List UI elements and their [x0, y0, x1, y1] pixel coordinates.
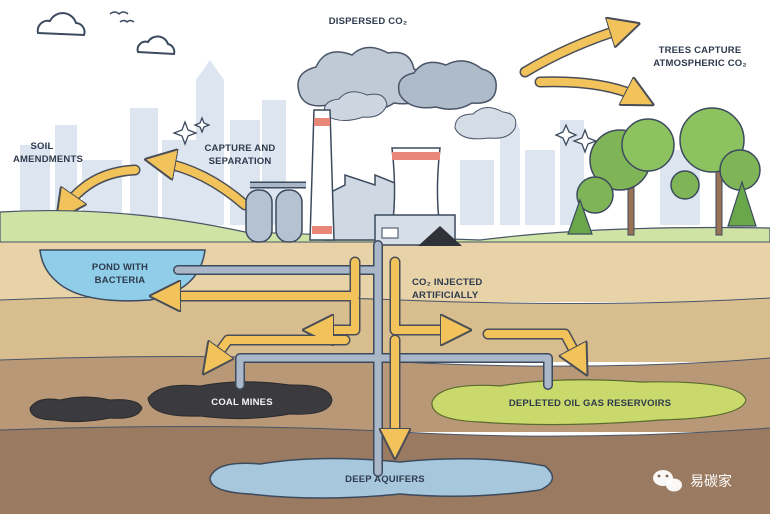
- watermark: 易碳家: [653, 470, 732, 492]
- label-injected-line1: CO₂ INJECTED: [412, 277, 483, 288]
- arrow-to-atmosphere: [521, 28, 625, 76]
- bird-icon: [109, 11, 135, 24]
- chimney: [309, 109, 335, 241]
- label-capture-line1: CAPTURE AND: [205, 143, 276, 154]
- smoke-clouds: [297, 46, 517, 140]
- label-pond-line1: POND WITH: [92, 262, 148, 273]
- deep-aquifer: [209, 457, 554, 499]
- label-soil-line2: AMENDMENTS: [13, 154, 83, 165]
- label-soil-line1: SOIL: [31, 141, 54, 152]
- coal-seam: [29, 396, 143, 423]
- label-dispersed-co2: DISPERSED CO₂: [329, 16, 408, 27]
- cloud-icon: [36, 12, 176, 56]
- separation-tanks: [245, 181, 306, 243]
- tree-icon: [567, 107, 761, 236]
- arrow-to-trees: [536, 82, 640, 98]
- label-coal-mines: COAL MINES: [211, 397, 272, 408]
- soil-layer-2: [0, 296, 770, 362]
- oil-gas-reservoir: [431, 379, 747, 426]
- arrow-to-capture: [160, 162, 249, 209]
- wechat-icon: [653, 470, 682, 492]
- label-deep-aquifers: DEEP AQUIFERS: [345, 474, 425, 485]
- arrow-to-reservoir: [484, 330, 580, 362]
- arrow-to-soil: [65, 166, 139, 208]
- arrow-branch-right: [391, 258, 456, 330]
- arrow-to-coal: [212, 336, 349, 362]
- coal-mine: [147, 381, 333, 420]
- label-injected-line2: ARTIFICIALLY: [412, 290, 479, 301]
- label-trees-line1: TREES CAPTURE: [659, 45, 742, 56]
- label-depleted-reservoirs: DEPLETED OIL GAS RESERVOIRS: [509, 398, 671, 409]
- arrow-branch-left: [318, 296, 359, 330]
- label-pond-line2: BACTERIA: [95, 275, 146, 286]
- label-trees-line2: ATMOSPHERIC CO₂: [653, 58, 747, 69]
- watermark-text: 易碳家: [690, 473, 732, 490]
- grass-ground: [0, 209, 770, 251]
- factory: [309, 109, 462, 246]
- label-capture-line2: SEPARATION: [209, 156, 272, 167]
